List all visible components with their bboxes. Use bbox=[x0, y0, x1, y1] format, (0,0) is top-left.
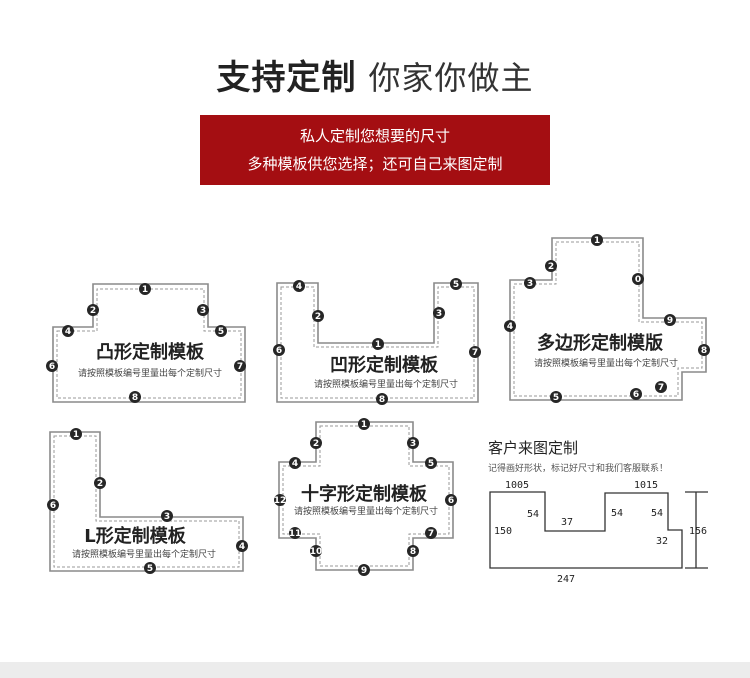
svg-text:5: 5 bbox=[428, 459, 434, 469]
dim-54-middle: 54 bbox=[611, 508, 623, 519]
svg-text:7: 7 bbox=[658, 383, 664, 393]
svg-text:4: 4 bbox=[507, 322, 513, 332]
svg-text:8: 8 bbox=[701, 346, 707, 356]
svg-text:11: 11 bbox=[289, 529, 302, 539]
svg-text:3: 3 bbox=[164, 512, 170, 522]
template-cross-title: 十字形定制模板 bbox=[301, 483, 428, 505]
svg-text:0: 0 bbox=[635, 275, 641, 285]
banner-line-2: 多种模板供您选择；还可自己来图定制 bbox=[247, 155, 503, 173]
svg-text:6: 6 bbox=[276, 346, 282, 356]
template-polygon: 1 2 3 0 4 9 8 7 6 5 多边形定制模版 请按照模板编号里量出每个… bbox=[504, 234, 710, 403]
svg-text:2: 2 bbox=[97, 479, 103, 489]
template-concave-note: 请按照模板编号里量出每个定制尺寸 bbox=[314, 378, 458, 390]
info-banner: 私人定制您想要的尺寸 多种模板供您选择；还可自己来图定制 bbox=[200, 115, 550, 185]
svg-text:1: 1 bbox=[594, 236, 600, 246]
dim-150: 150 bbox=[494, 526, 512, 537]
svg-text:6: 6 bbox=[633, 390, 639, 400]
svg-text:2: 2 bbox=[315, 312, 321, 322]
svg-text:7: 7 bbox=[237, 362, 243, 372]
heading-sub: 你家你做主 bbox=[368, 59, 534, 97]
template-convex-dots: 1 2 3 4 5 6 7 8 bbox=[46, 283, 246, 403]
svg-text:1: 1 bbox=[375, 340, 381, 350]
custom-note: 记得画好形状，标记好尺寸和我们客服联系！ bbox=[488, 462, 668, 474]
template-polygon-dots: 1 2 3 0 4 9 8 7 6 5 bbox=[504, 234, 710, 403]
svg-text:6: 6 bbox=[50, 501, 56, 511]
template-convex-inner bbox=[56, 288, 242, 399]
template-cross-outline bbox=[278, 421, 454, 571]
template-l-shape: 1 2 6 3 4 5 L形定制模板 请按照模板编号里量出每个定制尺寸 bbox=[47, 428, 248, 574]
svg-text:3: 3 bbox=[527, 279, 533, 289]
svg-text:3: 3 bbox=[200, 306, 206, 316]
template-concave-title: 凹形定制模板 bbox=[330, 354, 439, 376]
svg-text:2: 2 bbox=[90, 306, 96, 316]
dim-37: 37 bbox=[561, 517, 573, 528]
dim-156: 156 bbox=[689, 526, 707, 537]
svg-text:8: 8 bbox=[132, 393, 138, 403]
svg-text:1: 1 bbox=[142, 285, 148, 295]
template-convex-note: 请按照模板编号里量出每个定制尺寸 bbox=[78, 367, 222, 379]
heading-main: 支持定制 bbox=[216, 58, 357, 98]
template-convex: 1 2 3 4 5 6 7 8 凸形定制模板 请按照模板编号里量出每个定制尺寸 bbox=[46, 283, 246, 403]
template-concave: 4 5 2 3 1 6 7 8 凹形定制模板 请按照模板编号里量出每个定制尺寸 bbox=[273, 278, 481, 405]
template-cross-note: 请按照模板编号里量出每个定制尺寸 bbox=[294, 505, 438, 517]
svg-text:2: 2 bbox=[313, 439, 319, 449]
svg-text:4: 4 bbox=[239, 542, 245, 552]
dim-1015: 1015 bbox=[634, 480, 658, 491]
template-cross-dots: 1 2 3 4 5 12 6 11 7 10 8 9 bbox=[274, 418, 457, 576]
template-l-shape-note: 请按照模板编号里量出每个定制尺寸 bbox=[72, 548, 216, 560]
svg-text:3: 3 bbox=[436, 309, 442, 319]
svg-text:5: 5 bbox=[218, 327, 224, 337]
dim-1005: 1005 bbox=[505, 480, 529, 491]
svg-text:10: 10 bbox=[310, 547, 323, 557]
svg-text:7: 7 bbox=[428, 529, 434, 539]
svg-text:4: 4 bbox=[292, 459, 298, 469]
template-l-shape-inner bbox=[53, 435, 240, 568]
svg-text:6: 6 bbox=[49, 362, 55, 372]
template-convex-title: 凸形定制模板 bbox=[96, 341, 205, 363]
svg-text:8: 8 bbox=[379, 395, 385, 405]
svg-text:4: 4 bbox=[296, 282, 302, 292]
template-concave-dots: 4 5 2 3 1 6 7 8 bbox=[273, 278, 481, 405]
template-polygon-inner bbox=[513, 241, 703, 397]
svg-text:3: 3 bbox=[410, 439, 416, 449]
template-cross-inner bbox=[282, 425, 450, 567]
custom-sketch-outline bbox=[489, 491, 683, 569]
template-polygon-title: 多边形定制模版 bbox=[537, 332, 663, 354]
page-heading: 支持定制你家你做主 bbox=[0, 50, 750, 99]
svg-text:1: 1 bbox=[73, 430, 79, 440]
template-l-shape-title: L形定制模板 bbox=[84, 525, 186, 547]
banner-line-1: 私人定制您想要的尺寸 bbox=[299, 127, 450, 145]
svg-text:5: 5 bbox=[147, 564, 153, 574]
svg-text:12: 12 bbox=[274, 496, 287, 506]
template-cross: 1 2 3 4 5 12 6 11 7 10 8 9 十字形定制模板 请按照模板… bbox=[274, 418, 457, 576]
svg-text:5: 5 bbox=[553, 393, 559, 403]
custom-title: 客户来图定制 bbox=[488, 439, 578, 457]
svg-text:8: 8 bbox=[410, 547, 416, 557]
template-concave-inner bbox=[280, 286, 475, 399]
svg-text:7: 7 bbox=[472, 348, 478, 358]
svg-text:2: 2 bbox=[548, 262, 554, 272]
dim-54-left: 54 bbox=[527, 509, 539, 520]
template-l-shape-dots: 1 2 6 3 4 5 bbox=[47, 428, 248, 574]
svg-text:6: 6 bbox=[448, 496, 454, 506]
svg-text:5: 5 bbox=[453, 280, 459, 290]
dim-54-right: 54 bbox=[651, 508, 663, 519]
template-polygon-note: 请按照模板编号里量出每个定制尺寸 bbox=[534, 357, 678, 369]
svg-text:9: 9 bbox=[667, 316, 673, 326]
svg-text:4: 4 bbox=[65, 327, 71, 337]
dim-32: 32 bbox=[656, 536, 668, 547]
custom-drawing: 客户来图定制 记得画好形状，标记好尺寸和我们客服联系！ 1005 1015 54… bbox=[488, 439, 708, 585]
template-concave-outline bbox=[276, 282, 479, 403]
footer-bar bbox=[0, 662, 750, 678]
template-polygon-outline bbox=[509, 237, 707, 401]
svg-text:1: 1 bbox=[361, 420, 367, 430]
template-l-shape-outline bbox=[49, 431, 244, 572]
svg-text:9: 9 bbox=[361, 566, 367, 576]
dim-247: 247 bbox=[557, 574, 575, 585]
